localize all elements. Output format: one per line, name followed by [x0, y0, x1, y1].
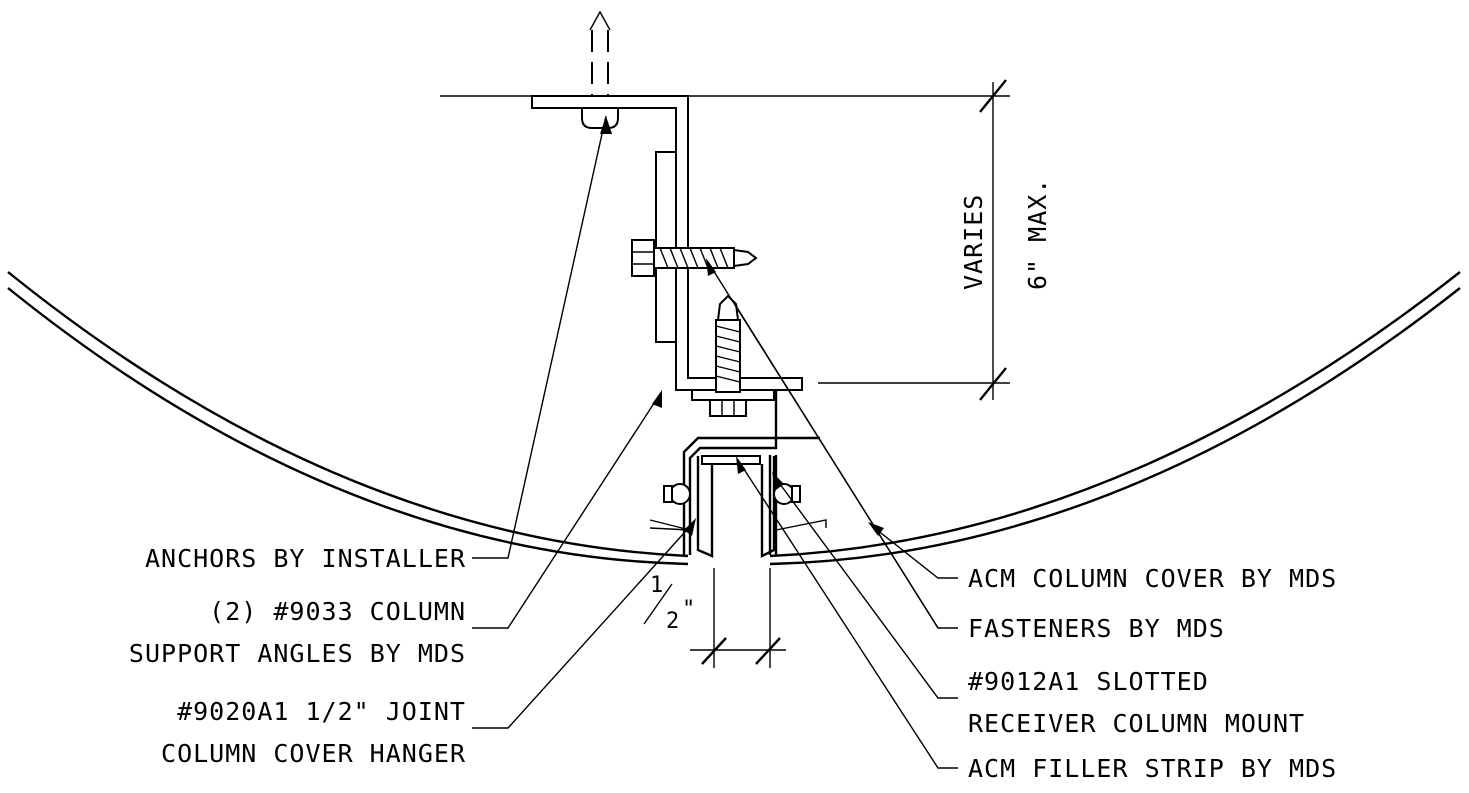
receiver-label-line2: RECEIVER COLUMN MOUNT: [968, 709, 1305, 738]
support-angles-label-line2: SUPPORT ANGLES BY MDS: [129, 639, 466, 668]
receiver-label-line1: #9012A1 SLOTTED: [968, 667, 1209, 696]
dimension-max-text: 6" MAX.: [1023, 178, 1052, 290]
acm-cover-label: ACM COLUMN COVER BY MDS: [968, 564, 1337, 593]
acm-column-cover-right-panel: [769, 271, 1461, 566]
support-angles-label-line1: (2) #9033 COLUMN: [209, 597, 466, 626]
dimension-tick-top: [979, 79, 1007, 113]
joint-dimension: 1 2 ": [643, 568, 786, 668]
vertical-dimension: VARIES 6" MAX.: [440, 79, 1052, 401]
horizontal-fastener: [631, 239, 758, 277]
hanger-label-line1: #9020A1 1/2" JOINT: [177, 697, 466, 726]
acm-column-cover-left-panel: [7, 271, 689, 566]
dimension-varies-text: VARIES: [959, 194, 988, 290]
dimension-tick-bottom: [979, 367, 1007, 401]
acm-filler-strip: [701, 455, 761, 465]
fasteners-label: FASTENERS BY MDS: [968, 614, 1225, 643]
anchor-bolt: [581, 10, 619, 129]
joint-denominator: 2: [666, 609, 680, 634]
joint-inch-mark: ": [682, 597, 696, 622]
hanger-label-line2: COLUMN COVER HANGER: [161, 739, 466, 768]
fraction-bar: [643, 583, 673, 625]
slotted-receiver-hanger: [649, 390, 827, 558]
anchors-label: ANCHORS BY INSTALLER: [145, 544, 466, 573]
leader-lines: [472, 115, 958, 769]
filler-strip-label: ACM FILLER STRIP BY MDS: [968, 754, 1337, 783]
joint-numerator: 1: [650, 573, 664, 598]
